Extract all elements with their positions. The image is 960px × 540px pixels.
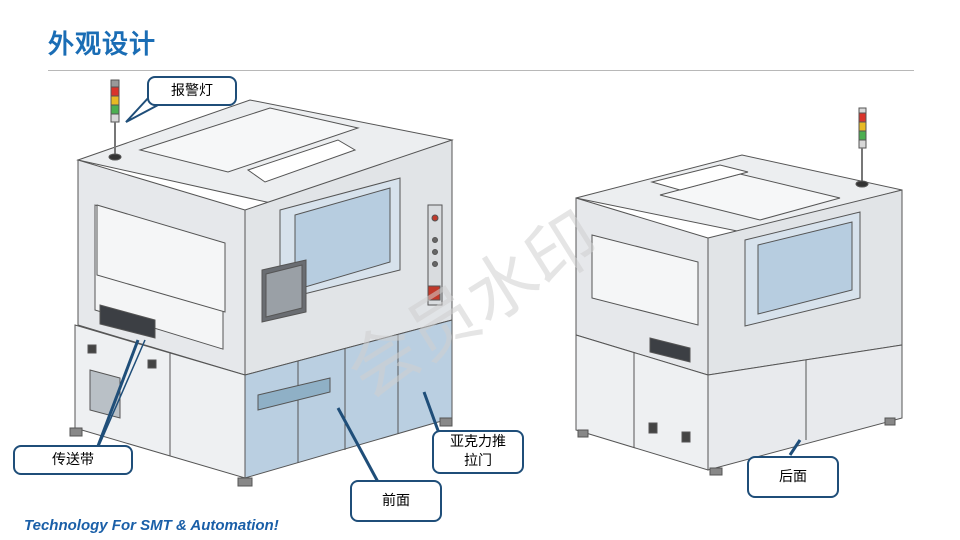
callout-acrylic-door: 亚克力推 拉门 xyxy=(432,430,524,474)
callout-back-label: 后面 xyxy=(779,468,807,485)
slide-footer: Technology For SMT & Automation! xyxy=(24,517,279,534)
callout-conveyor-label: 传送带 xyxy=(52,451,94,468)
callout-alarm-light: 报警灯 xyxy=(147,76,237,106)
callout-back: 后面 xyxy=(747,456,839,498)
callout-acrylic-door-line1: 亚克力推 xyxy=(450,434,506,450)
callout-conveyor: 传送带 xyxy=(13,445,133,475)
callout-front-label: 前面 xyxy=(382,492,410,509)
slide-title: 外观设计 xyxy=(48,30,157,60)
callout-alarm-light-label: 报警灯 xyxy=(171,82,213,99)
front-machine xyxy=(69,79,454,487)
title-divider xyxy=(48,70,914,71)
back-machine xyxy=(575,107,903,476)
callout-front: 前面 xyxy=(350,480,442,522)
callout-acrylic-door-line2: 拉门 xyxy=(464,453,492,469)
